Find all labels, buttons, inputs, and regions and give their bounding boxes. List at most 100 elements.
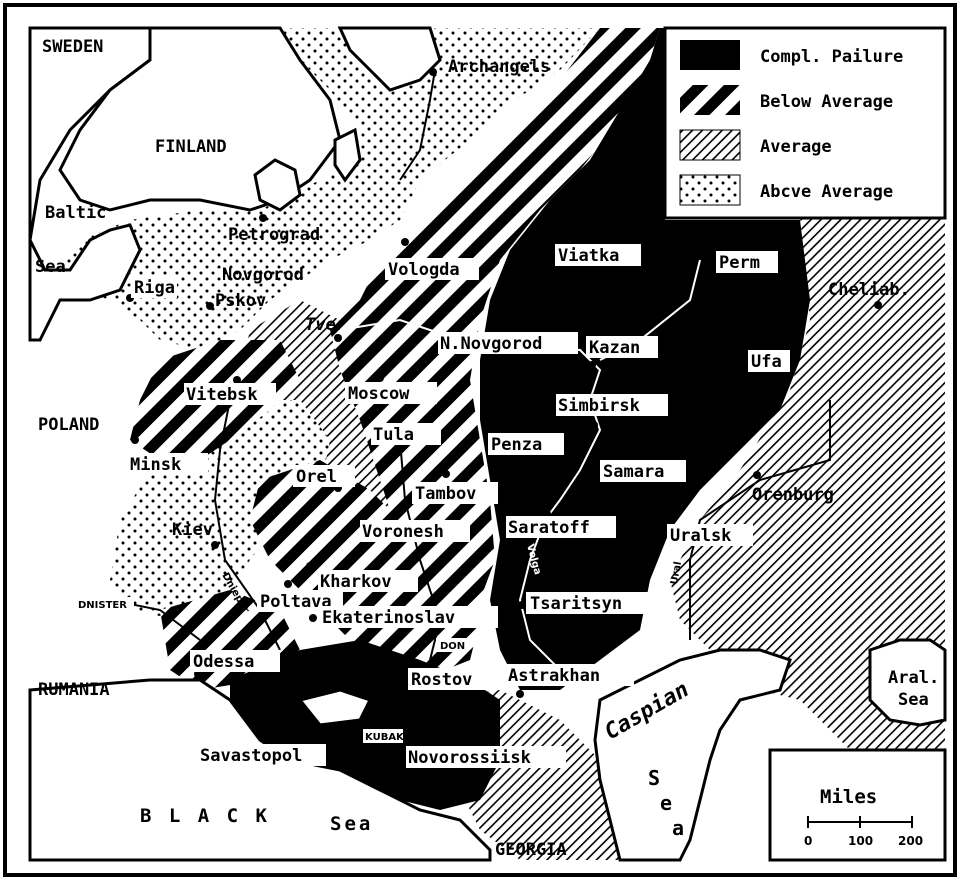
river-ural-path bbox=[689, 400, 831, 640]
lake-onega bbox=[333, 127, 362, 183]
caspian-sea-area bbox=[593, 648, 792, 862]
dot-kiev bbox=[211, 541, 219, 549]
label-novgorod: Novgorod bbox=[222, 265, 304, 285]
city-labels-failure-zone: Viatka Perm N.Novgorod Kazan Ufa Simbirs… bbox=[438, 244, 790, 686]
map-frame bbox=[3, 3, 957, 877]
label-baltic-sea: Sea bbox=[35, 257, 66, 277]
label-poltava: Poltava bbox=[260, 592, 332, 612]
label-finland: FINLAND bbox=[155, 137, 227, 157]
label-simbirsk: Simbirsk bbox=[558, 396, 640, 416]
label-georgia: GEORGIA bbox=[495, 840, 567, 860]
label-aral-sea: Sea bbox=[898, 690, 929, 710]
country-labels: SWEDEN FINLAND POLAND RUMANIA GEORGIA bbox=[38, 34, 567, 860]
azov-sea-area bbox=[297, 688, 373, 727]
region-below-average-belt bbox=[330, 28, 660, 610]
label-black: B L A C K bbox=[140, 805, 270, 827]
dot-ekaterinoslav bbox=[309, 614, 317, 622]
scale-label-100: 100 bbox=[848, 834, 873, 848]
label-vitebsk: Vitebsk bbox=[186, 385, 258, 405]
label-moscow: Moscow bbox=[348, 384, 410, 404]
label-orenburg: Orenburg bbox=[752, 485, 834, 505]
dot-viatka bbox=[589, 266, 597, 274]
label-river-ural: Ural bbox=[669, 561, 684, 586]
label-viatka: Viatka bbox=[558, 246, 619, 266]
label-odessa: Odessa bbox=[193, 652, 254, 672]
dot-tsaritsyn bbox=[518, 601, 526, 609]
label-astrakhan: Astrakhan bbox=[508, 666, 600, 686]
label-minsk: Minsk bbox=[130, 455, 181, 475]
label-penza: Penza bbox=[491, 435, 542, 455]
dot-novorossiisk bbox=[396, 760, 404, 768]
label-kiev: Kiev bbox=[172, 520, 213, 540]
dot-pskov bbox=[206, 302, 214, 310]
label-tula: Tula bbox=[373, 425, 414, 445]
scale-frame bbox=[768, 748, 947, 862]
label-riga: Riga bbox=[134, 278, 175, 298]
scale-box: Miles 0 100 200 bbox=[768, 748, 947, 862]
dot-tver bbox=[334, 334, 342, 342]
dot-astrakhan bbox=[516, 690, 524, 698]
river-dvina-path bbox=[399, 69, 436, 181]
legend: Compl. Pailure Below Average Average Abc… bbox=[663, 26, 947, 220]
dot-perm bbox=[706, 259, 714, 267]
dot-kharkov bbox=[306, 562, 314, 570]
label-petrograd: Petrograd bbox=[228, 225, 320, 245]
label-n-novgorod: N.Novgorod bbox=[440, 334, 542, 354]
legend-label-above-average: Abcve Average bbox=[760, 182, 893, 202]
label-tver: Tver bbox=[305, 315, 347, 335]
label-poland: POLAND bbox=[38, 415, 99, 435]
legend-swatch-below-average bbox=[680, 85, 740, 115]
dot-kazan bbox=[588, 361, 596, 369]
legend-label-average: Average bbox=[760, 137, 832, 157]
label-black-sea: Sea bbox=[330, 813, 373, 835]
dot-ufa bbox=[751, 371, 759, 379]
dot-petrograd bbox=[259, 214, 267, 222]
label-pskov: Pskov bbox=[215, 291, 266, 311]
dot-vitebsk bbox=[233, 376, 241, 384]
legend-swatch-complete-failure bbox=[680, 40, 740, 70]
label-aral: Aral. bbox=[888, 668, 939, 688]
label-rumania: RUMANIA bbox=[38, 680, 110, 700]
label-ekaterinoslav: Ekaterinoslav bbox=[322, 608, 455, 628]
dot-cheliab bbox=[874, 301, 882, 309]
label-kharkov: Kharkov bbox=[320, 572, 392, 592]
label-caspian-a: a bbox=[672, 816, 684, 840]
label-tambov: Tambov bbox=[415, 484, 476, 504]
scale-title: Miles bbox=[820, 786, 877, 808]
dot-voronesh bbox=[403, 499, 411, 507]
label-river-kubak: KUBAK bbox=[365, 732, 405, 743]
dot-uralsk bbox=[657, 518, 665, 526]
dot-penza bbox=[516, 456, 524, 464]
label-baltic: Baltic bbox=[45, 203, 106, 223]
label-tsaritsyn: Tsaritsyn bbox=[530, 594, 622, 614]
dot-archangels bbox=[429, 68, 437, 76]
label-saratoff: Saratoff bbox=[508, 518, 590, 538]
dot-samara bbox=[621, 452, 629, 460]
dot-vologda bbox=[401, 238, 409, 246]
dot-tambov bbox=[442, 470, 450, 478]
label-rostov: Rostov bbox=[411, 670, 472, 690]
white-sea-area bbox=[337, 26, 442, 92]
label-caspian-s: S bbox=[648, 766, 660, 790]
label-vologda: Vologda bbox=[388, 260, 460, 280]
dot-simbirsk bbox=[590, 421, 598, 429]
scale-label-200: 200 bbox=[898, 834, 923, 848]
river-dnieper-path bbox=[213, 399, 281, 651]
dot-minsk bbox=[131, 436, 139, 444]
dot-moscow bbox=[376, 374, 384, 382]
river-don-path bbox=[399, 439, 442, 661]
label-novorossiisk: Novorossiisk bbox=[408, 748, 531, 768]
lake-ladoga bbox=[253, 158, 302, 212]
scale-label-0: 0 bbox=[804, 834, 812, 848]
legend-label-complete-failure: Compl. Pailure bbox=[760, 47, 903, 67]
label-samara: Samara bbox=[603, 462, 664, 482]
region-average-east bbox=[670, 215, 945, 760]
label-cheliab: Cheliab. bbox=[828, 280, 910, 300]
region-above-average-west bbox=[110, 400, 330, 620]
label-caspian-e: e bbox=[660, 791, 672, 815]
label-river-don: DON bbox=[440, 641, 465, 652]
black-sea-area bbox=[28, 678, 492, 862]
dot-poltava bbox=[284, 580, 292, 588]
label-uralsk: Uralsk bbox=[670, 526, 731, 546]
region-above-average-north bbox=[60, 28, 600, 350]
